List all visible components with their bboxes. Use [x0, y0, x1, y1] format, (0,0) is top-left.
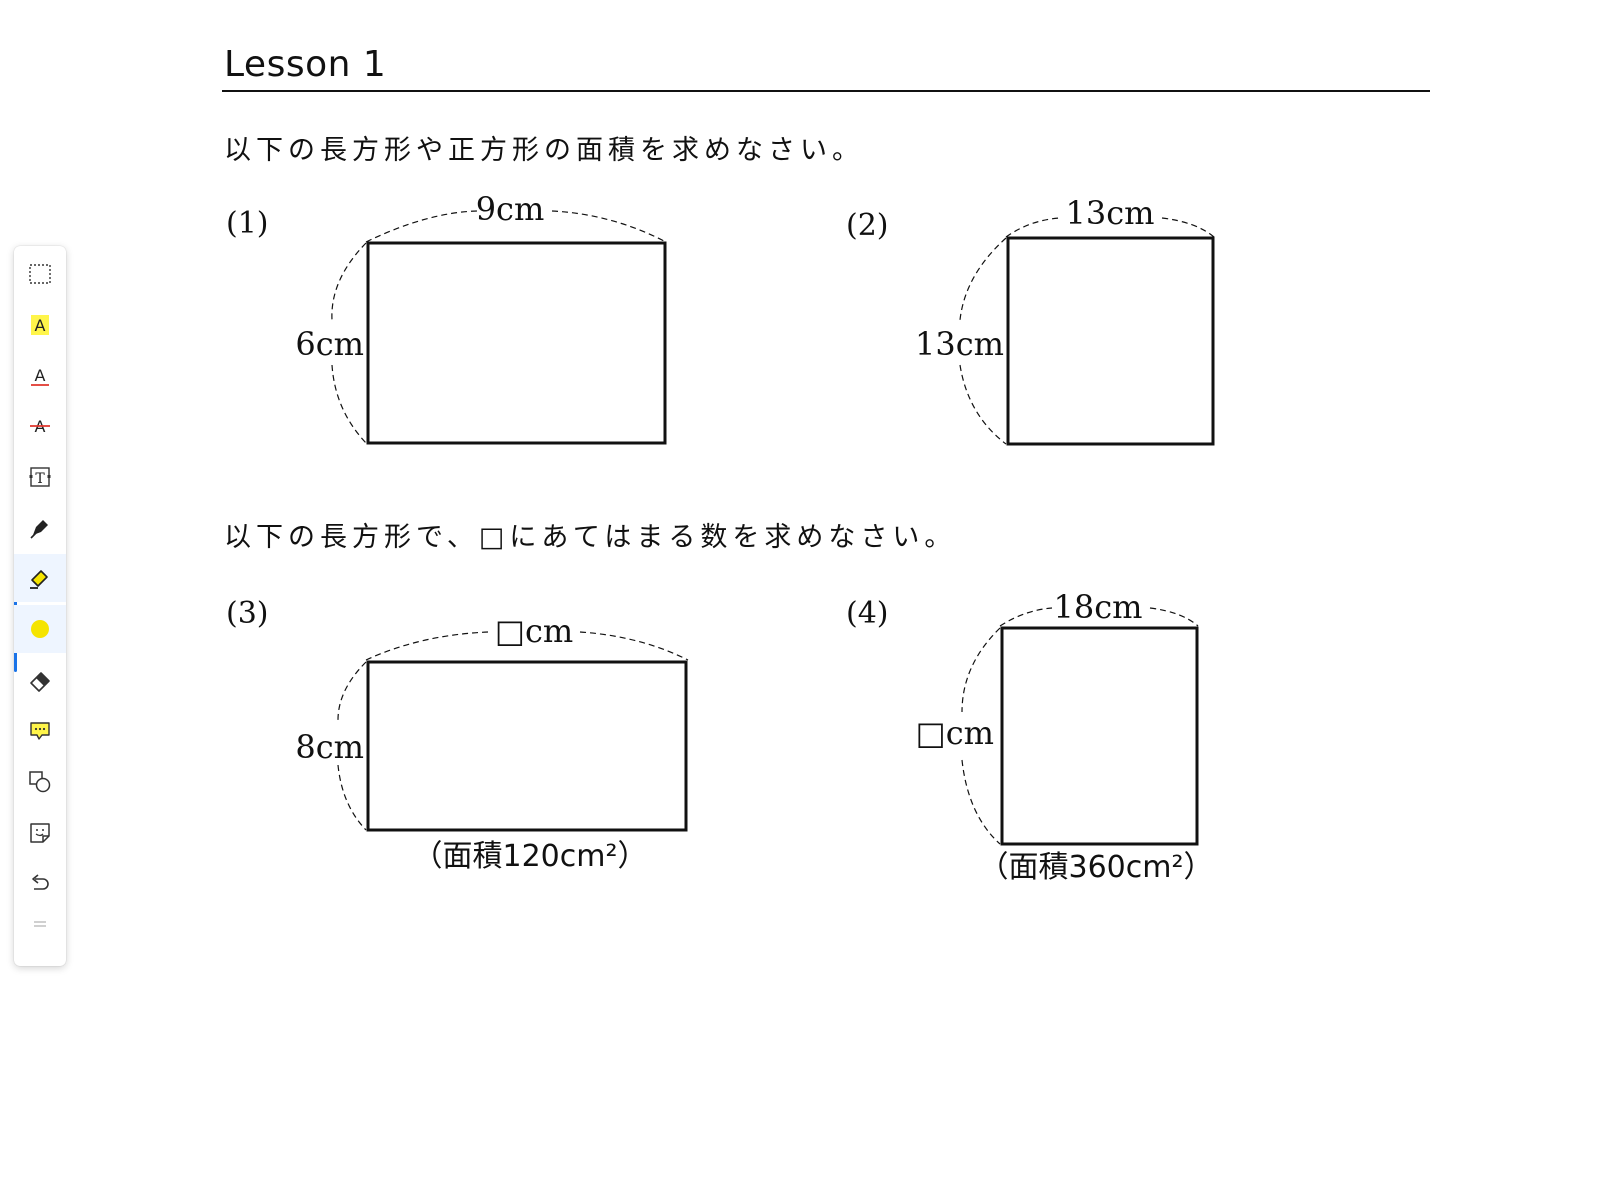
text-box-tool-button[interactable]: T: [14, 453, 66, 501]
comment-icon: [30, 722, 50, 740]
pen-icon: [30, 520, 48, 539]
undo-button[interactable]: [14, 860, 66, 908]
highlighter-icon: [30, 570, 48, 589]
eraser-tool-button[interactable]: [14, 656, 66, 704]
problem-1-side-label: 6cm: [295, 325, 364, 363]
problem-2-top-label: 13cm: [1066, 194, 1155, 232]
text-strikethrough-tool-button[interactable]: A: [14, 402, 66, 450]
problem-4-area-label: （面積360cm²）: [978, 850, 1213, 885]
problem-3-top-label: □cm: [495, 612, 574, 650]
svg-text:T: T: [35, 471, 45, 487]
problem-3-number: (3): [226, 596, 269, 631]
eraser-icon: [30, 672, 50, 692]
problem-1-top-label: 9cm: [476, 190, 545, 228]
text-underline-tool-button[interactable]: A: [14, 352, 66, 400]
problem-4-figure: [961, 607, 1199, 846]
text-highlight-tool-button[interactable]: A: [14, 301, 66, 349]
problem-3-area-label: （面積120cm²）: [412, 839, 647, 874]
select-tool-button[interactable]: [14, 250, 66, 298]
highlighter-tool-button[interactable]: [14, 554, 66, 602]
sticker-tool-button[interactable]: [14, 809, 66, 857]
undo-icon: [32, 874, 49, 890]
drag-handle-icon: [34, 921, 46, 927]
svg-text:A: A: [35, 316, 46, 335]
text-highlight-icon: A: [31, 315, 49, 335]
problem-1-figure: [331, 210, 667, 445]
color-picker-button[interactable]: [14, 605, 66, 653]
lesson-title: Lesson 1: [224, 44, 387, 85]
shapes-icon: [29, 771, 51, 793]
problem-2-side-label: 13cm: [915, 325, 1004, 363]
title-underline: [222, 90, 1430, 92]
instruction-missing-value: 以下の長方形で、□にあてはまる数を求めなさい。: [224, 522, 957, 553]
text-box-icon: T: [29, 467, 51, 487]
comment-tool-button[interactable]: [14, 707, 66, 755]
sticker-icon: [30, 823, 50, 843]
problem-3-figure: [337, 631, 689, 832]
pen-tool-button[interactable]: [14, 504, 66, 552]
problem-3-side-label: 8cm: [295, 728, 364, 766]
toolbar-drag-handle[interactable]: [14, 906, 66, 942]
color-dot-icon: [31, 620, 49, 638]
annotation-toolbar: A A A T: [14, 246, 66, 966]
problem-1-number: (1): [226, 206, 269, 241]
dashed-rect-select-icon: [29, 264, 51, 284]
text-underline-icon: A: [31, 366, 49, 386]
shapes-tool-button[interactable]: [14, 758, 66, 806]
svg-text:A: A: [35, 366, 46, 385]
problem-4-number: (4): [846, 596, 889, 631]
text-strikethrough-icon: A: [30, 417, 50, 436]
problem-4-side-label: □cm: [916, 714, 995, 752]
problem-2-number: (2): [846, 208, 889, 243]
instruction-area: 以下の長方形や正方形の面積を求めなさい。: [224, 135, 864, 166]
problem-4-top-label: 18cm: [1054, 588, 1143, 626]
problem-2-figure: [959, 217, 1215, 446]
